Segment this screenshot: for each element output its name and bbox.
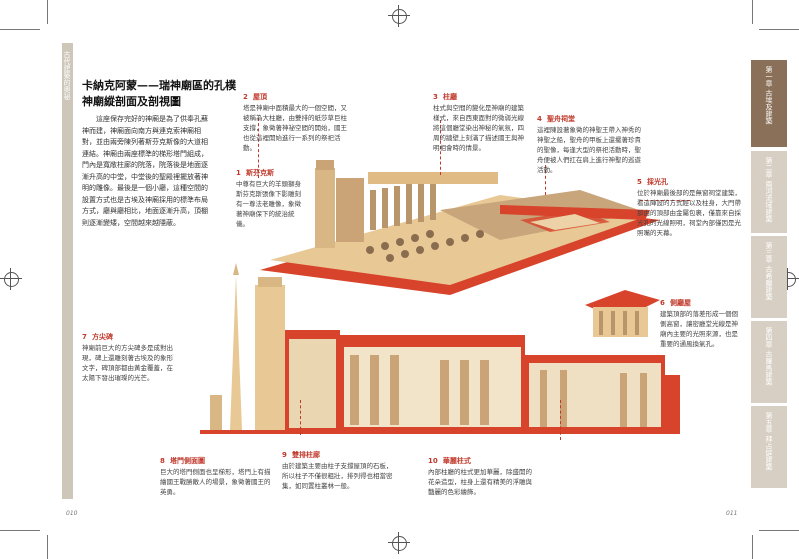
title-line-1: 卡納克阿蒙——瑞神廟區的孔樸: [82, 79, 236, 92]
crop-mark: [759, 530, 799, 531]
crop-mark: [759, 29, 799, 30]
clerestory-detail-illustration: [585, 290, 660, 337]
leader-line: [545, 165, 546, 195]
temple-section-illustration: [200, 263, 680, 434]
registration-mark-left: [0, 268, 22, 290]
crop-mark: [47, 0, 48, 24]
tab-chapter-1[interactable]: 第一章 古埃及建築: [751, 60, 787, 147]
tab-chapter-4[interactable]: 第四章 古羅馬建築: [751, 321, 787, 403]
crop-mark: [0, 29, 40, 30]
callout-5: 5 採光孔 位於神廟最後部的是無窗祠堂建築，看這陣設的方式經以及柱身，大門帶那由…: [637, 178, 741, 237]
crop-mark: [0, 530, 40, 531]
intro-paragraph: 這座保存完好的神廟是為了供奉孔蘇神而建，神廟面向南方與連克索神廟相對，並由兩旁陳…: [82, 115, 208, 227]
callout-7: 7 方尖碑 神廟前巨大的方尖碑多是成對出現，碑上還雕刻著古埃及的象形文字，碑頂部…: [82, 333, 173, 382]
page-title: 卡納克阿蒙——瑞神廟區的孔樸 神廟縱剖面及剖視圖: [82, 78, 282, 110]
callout-9: 9 雙排柱廊 由於建築主要由柱子支撐屋頂的石板，所以柱子不僅很粗壯，排列得也相當…: [282, 451, 393, 490]
tab-chapter-2[interactable]: 第二章 兩河流域建築: [751, 151, 787, 233]
leader-line: [560, 400, 561, 440]
temple-cutaway-illustration: [260, 160, 660, 295]
callout-3: 3 柱廳 柱式與空間的變化是神廟的建築樣式，來自西東面對的微弱光線將這個廳堂染出…: [433, 93, 524, 152]
callout-8: 8 塔門側面圖 巨大的塔門側面也呈梯形，塔門上有描繪國王戰勝敵人的場景，象徵著國…: [160, 457, 271, 496]
callout-4: 4 聖舟祠堂 這裡陳設著象徵的神聖王帶入神秀的神聖之船，聖舟的甲板上還擺著珍貴的…: [537, 115, 641, 174]
leader-line: [300, 400, 301, 435]
crop-mark: [752, 535, 753, 559]
page-number-left: 010: [66, 510, 78, 517]
crop-mark: [752, 0, 753, 24]
tab-chapter-3[interactable]: 第三章 古希臘建築: [751, 236, 787, 318]
leader-line: [440, 120, 441, 175]
registration-mark-top: [388, 5, 410, 27]
crop-mark: [47, 535, 48, 559]
left-strip-label: 古代建築的奧祕: [63, 51, 71, 100]
callout-10: 10 華麗柱式 內部柱廳的柱式更加華麗，除盛開的花朵造型，柱身上還有精美的浮雕與…: [428, 457, 532, 496]
left-margin-strip: 古代建築的奧祕: [62, 43, 73, 499]
tab-chapter-5[interactable]: 第五章 拜占庭建築: [751, 406, 787, 488]
leader-line: [258, 118, 259, 178]
page-number-right: 011: [726, 510, 738, 517]
callout-2: 2 屋頂 塔是神廟中面積最大的一個空間，又被稱為大柱廳，由雙排的紙莎草巨柱支撐，…: [243, 93, 347, 152]
callout-1: 1 斯芬克斯 中尊有巨大的羊頭獅身斯芬克斯張像下影雕刻有一尊法老雕像，象徵著神廟…: [236, 169, 301, 228]
title-line-2: 神廟縱剖面及剖視圖: [82, 95, 181, 108]
registration-mark-bottom: [388, 532, 410, 554]
leader-line: [640, 200, 690, 201]
callout-6: 6 側廳屋 建築頂部的落差形成一個個側高窗，讓密廳堂光線是神廟內主要的光照來源，…: [660, 299, 738, 348]
